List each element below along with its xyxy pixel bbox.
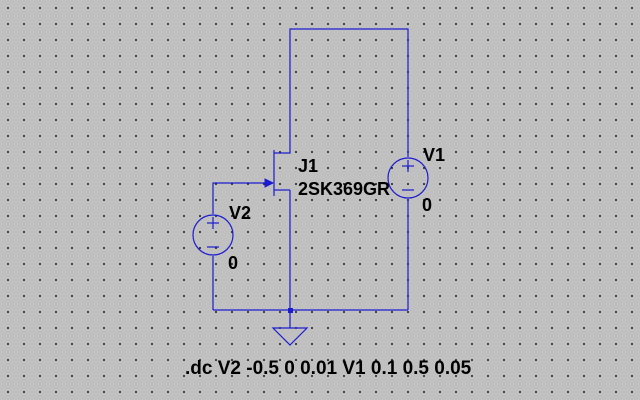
voltage-source-icon[interactable]	[192, 214, 234, 256]
j1-reference-label[interactable]: J1	[298, 156, 319, 176]
spice-directive[interactable]: .dc V2 -0.5 0 0.01 V1 0.1 0.5 0.05	[185, 358, 472, 379]
j1-model-label[interactable]: 2SK369GR	[298, 179, 391, 199]
v1-reference-label[interactable]: V1	[423, 145, 446, 165]
v1-value-label[interactable]: 0	[422, 195, 433, 215]
junction-dot	[288, 308, 293, 313]
wire-drain-to-v1[interactable]	[289, 28, 409, 157]
njfet-symbol-icon[interactable]	[264, 142, 291, 196]
voltage-source-icon[interactable]	[387, 157, 429, 199]
wire-gate-to-v2[interactable]	[212, 182, 265, 214]
ground-icon[interactable]	[271, 327, 309, 346]
v2-value-label[interactable]: 0	[228, 253, 239, 273]
v2-reference-label[interactable]: V2	[229, 203, 252, 223]
wires	[212, 28, 409, 328]
